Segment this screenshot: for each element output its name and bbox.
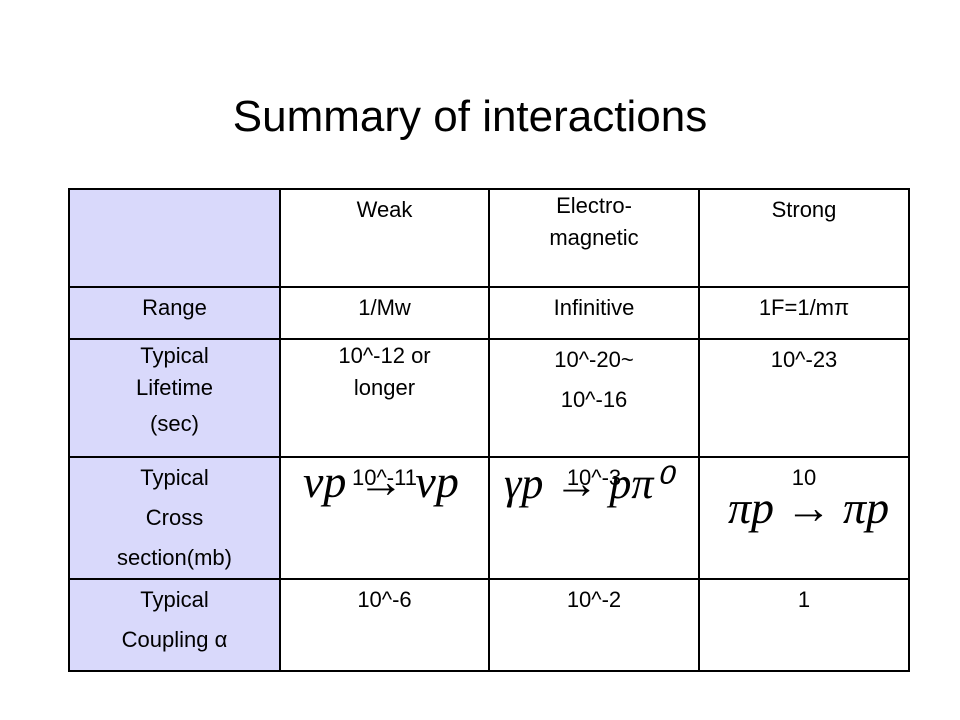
cell-lifetime-strong: 10^-23 [698, 338, 910, 458]
cell-range-electromagnetic: Infinitive [488, 286, 700, 340]
row-label-cross-section: Typical Cross section(mb) [68, 456, 281, 580]
table-row-cross-section: Typical Cross section(mb) 10^-11 νp → νp… [68, 456, 910, 580]
interactions-table: Weak Electro- magnetic Strong Range 1/Mw… [68, 188, 910, 672]
column-header-electromagnetic: Electro- magnetic [488, 188, 700, 288]
table-row-lifetime: Typical Lifetime (sec) 10^-12 or longer … [68, 338, 910, 458]
header-row: Weak Electro- magnetic Strong [68, 188, 910, 288]
column-header-electromagnetic-line2: magnetic [549, 225, 639, 250]
cell-lifetime-weak: 10^-12 or longer [279, 338, 490, 458]
cell-lifetime-electromagnetic: 10^-20~ 10^-16 [488, 338, 700, 458]
column-header-strong: Strong [698, 188, 910, 288]
row-label-lifetime: Typical Lifetime (sec) [68, 338, 281, 458]
column-header-electromagnetic-line1: Electro- [556, 193, 632, 218]
row-label-coupling: Typical Coupling α [68, 578, 281, 672]
cell-cross-section-strong: 10 πp → πp [698, 456, 910, 580]
table-row-coupling: Typical Coupling α 10^-6 10^-2 1 [68, 578, 910, 672]
table-row-range: Range 1/Mw Infinitive 1F=1/mπ [68, 286, 910, 340]
reaction-electromagnetic: γp → pπ⁰ [504, 459, 672, 508]
cell-range-strong: 1F=1/mπ [698, 286, 910, 340]
row-label-range: Range [68, 286, 281, 340]
cell-cross-section-electromagnetic: 10^-3 γp → pπ⁰ [488, 456, 700, 580]
reaction-strong: πp → πp [728, 482, 890, 533]
cell-cross-section-weak: 10^-11 νp → νp [279, 456, 490, 580]
slide-title: Summary of interactions [232, 92, 708, 141]
column-header-weak: Weak [279, 188, 490, 288]
corner-cell [68, 188, 281, 288]
reaction-weak: νp → νp [303, 456, 459, 507]
cell-coupling-electromagnetic: 10^-2 [488, 578, 700, 672]
cell-range-weak: 1/Mw [279, 286, 490, 340]
cell-coupling-strong: 1 [698, 578, 910, 672]
cell-coupling-weak: 10^-6 [279, 578, 490, 672]
